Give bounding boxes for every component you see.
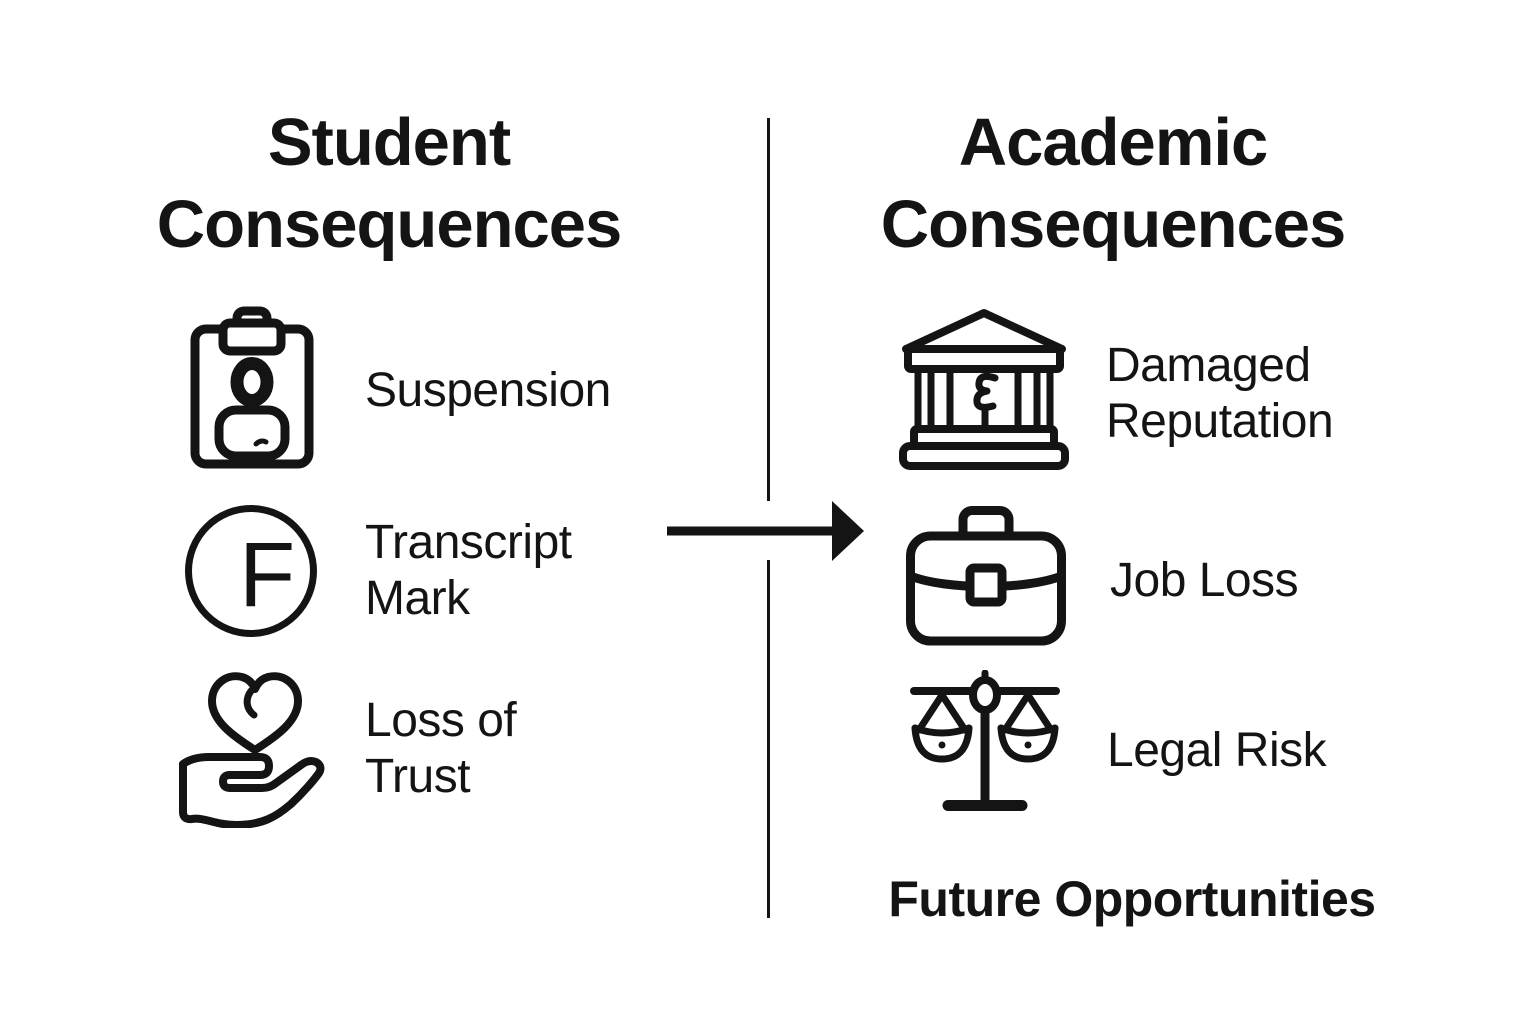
column-divider-bottom <box>767 560 770 918</box>
clipboard-person-icon <box>190 306 314 470</box>
left-column-title: Student Consequences <box>156 105 623 262</box>
suspension-label: Suspension <box>365 364 611 417</box>
scales-of-justice-icon <box>904 670 1066 820</box>
heart-in-hand-icon <box>175 666 333 828</box>
right-arrow-icon <box>667 501 864 561</box>
column-divider-top <box>767 118 770 501</box>
legal-risk-label: Legal Risk <box>1107 724 1327 777</box>
bank-building-icon <box>898 308 1070 471</box>
damaged-reputation-label: Damaged Reputation <box>1106 339 1334 448</box>
loss-of-trust-label: Loss of Trust <box>365 694 517 803</box>
transcript-mark-label: Transcript Mark <box>365 516 572 625</box>
briefcase-icon <box>906 506 1066 646</box>
f-grade-circle-icon: F <box>182 502 320 640</box>
right-column-title: Academic Consequences <box>880 105 1347 262</box>
job-loss-label: Job Loss <box>1110 554 1299 607</box>
right-arrow <box>662 497 868 565</box>
f-grade-letter: F <box>239 524 295 626</box>
future-opportunities-title: Future Opportunities <box>888 871 1376 927</box>
